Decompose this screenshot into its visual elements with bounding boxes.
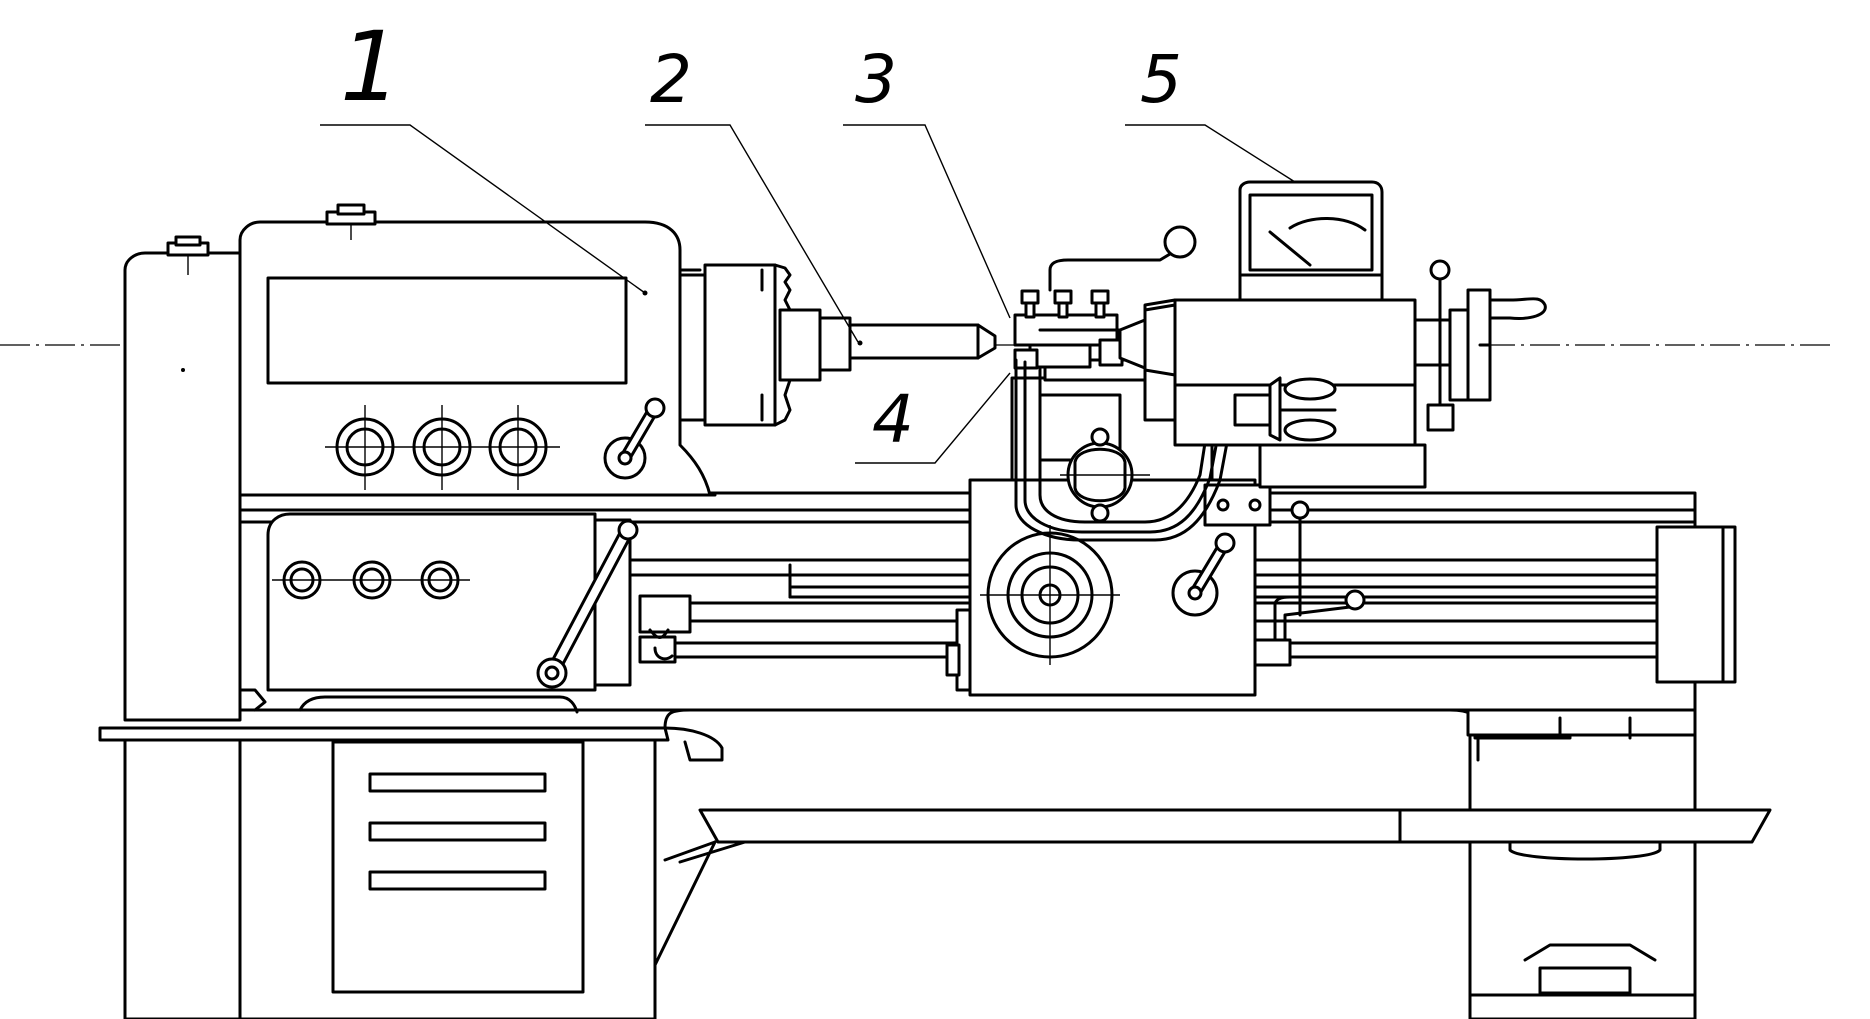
callout-3: 3: [855, 41, 897, 118]
callout-4: 4: [872, 381, 914, 458]
callout-5: 5: [1140, 41, 1182, 118]
indicator-meter: [1238, 180, 1384, 302]
callout-1: 1: [340, 11, 401, 123]
tailstock: [1118, 259, 1547, 489]
chuck: [703, 263, 852, 427]
callout-2: 2: [650, 41, 692, 118]
headstock: [123, 203, 717, 722]
lathe-base: [98, 708, 1772, 1019]
gearbox: [238, 512, 639, 714]
workpiece: [848, 323, 997, 360]
leader-lines: [320, 124, 1296, 464]
